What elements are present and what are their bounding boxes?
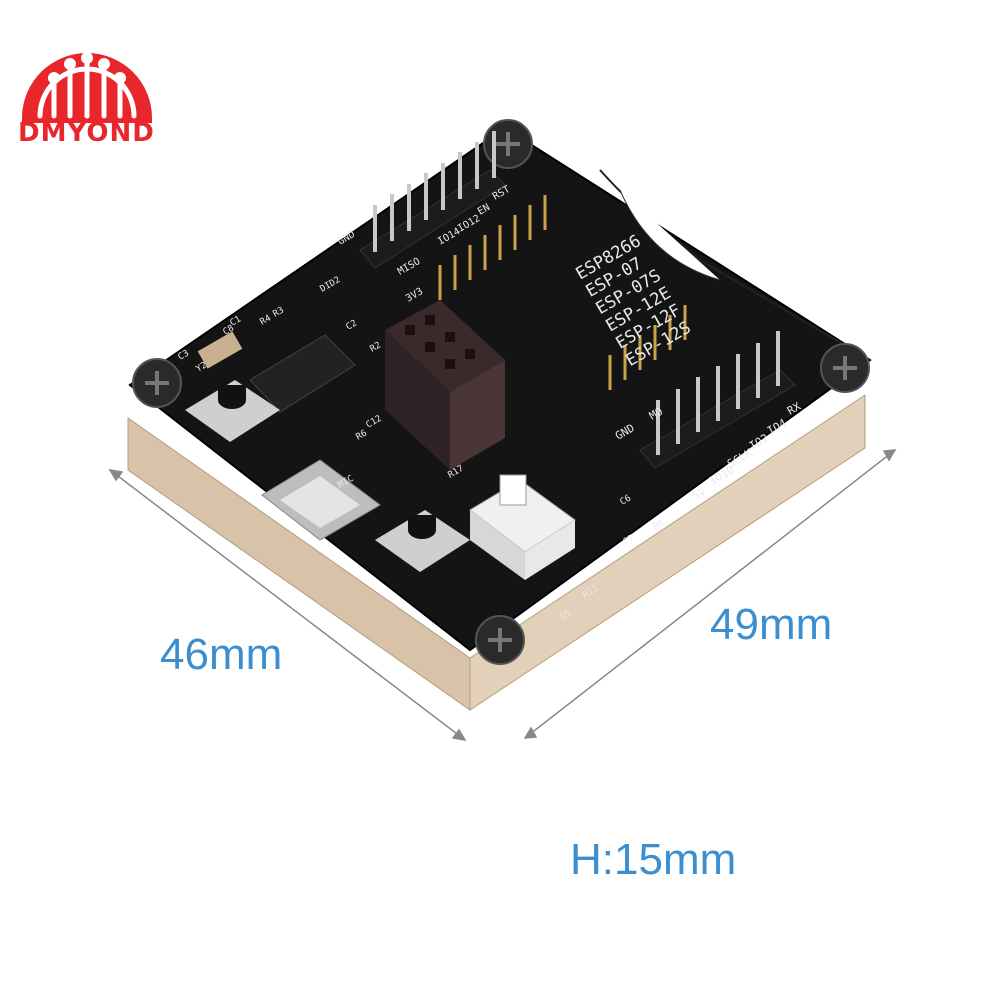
component-label: R2 (369, 341, 383, 355)
pin-label-mo: MO (647, 405, 665, 423)
pin-label-rx: RX (785, 400, 803, 418)
usb-serial-chip (249, 334, 356, 413)
component-label: C8 (222, 324, 236, 338)
crystal (197, 331, 243, 369)
component-label: D5 (559, 609, 573, 623)
component-label: R3 (272, 306, 286, 320)
dimension-width-label: 46mm (160, 630, 283, 679)
reset-button (185, 380, 280, 442)
brand-name: DMYOND (18, 118, 155, 148)
right-pin-header (639, 331, 796, 469)
dimension-arrow-width (108, 468, 467, 742)
female-header-socket (385, 300, 505, 470)
component-label: C3 (177, 349, 191, 363)
component-label: R6 (355, 429, 369, 443)
pogo-pins (438, 195, 687, 390)
micro-usb-port (261, 459, 381, 541)
component-label: C7 (622, 534, 636, 548)
component-label: C1 (229, 315, 243, 329)
brand-logo (22, 52, 152, 123)
component-label: R9 (652, 519, 666, 533)
power-switch (469, 474, 576, 580)
component-label: C2 (345, 319, 359, 333)
component-label: C6 (619, 494, 633, 508)
flash-button (375, 510, 470, 572)
pin-label-5v: 5V (690, 485, 708, 503)
dimension-arrow-depth (523, 449, 897, 739)
component-label: R4 (259, 314, 273, 328)
dimension-depth-label: 49mm (710, 600, 833, 649)
dimension-height-label: H:15mm (570, 835, 737, 884)
component-label: Y2 (195, 361, 209, 375)
left-pin-header (359, 131, 506, 269)
pin-label-en: EN (476, 202, 492, 218)
